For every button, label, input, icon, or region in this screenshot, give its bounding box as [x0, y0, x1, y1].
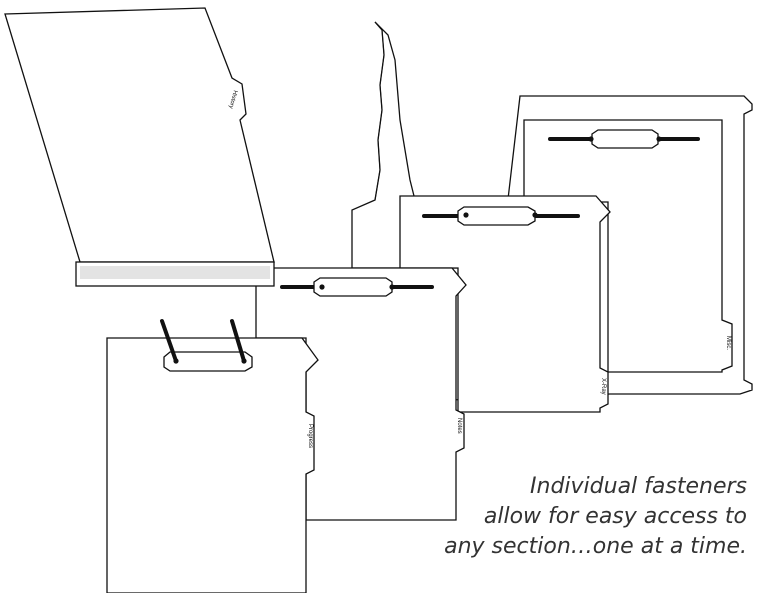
caption-line-1: Individual fasteners [530, 474, 747, 499]
fastener [422, 206, 580, 226]
tab-history-label: History [227, 89, 238, 109]
progress-section: Progress [106, 319, 319, 593]
caption-line-2: allow for easy access to [483, 504, 747, 529]
caption-line-3: any section…one at a time. [444, 534, 747, 559]
fastener [280, 277, 434, 297]
xray-section: X-Ray [399, 195, 611, 413]
folder-front-cover: History [4, 7, 275, 287]
caption: Individual fasteners allow for easy acce… [327, 472, 747, 562]
fastener [548, 129, 700, 149]
tab-xray-label: X-Ray [600, 378, 606, 395]
tab-progress-label: Progress [307, 424, 313, 448]
tab-notes-label: Notes [456, 418, 462, 434]
tab-misc-label: Misc. [725, 336, 731, 350]
fastener [160, 319, 253, 372]
